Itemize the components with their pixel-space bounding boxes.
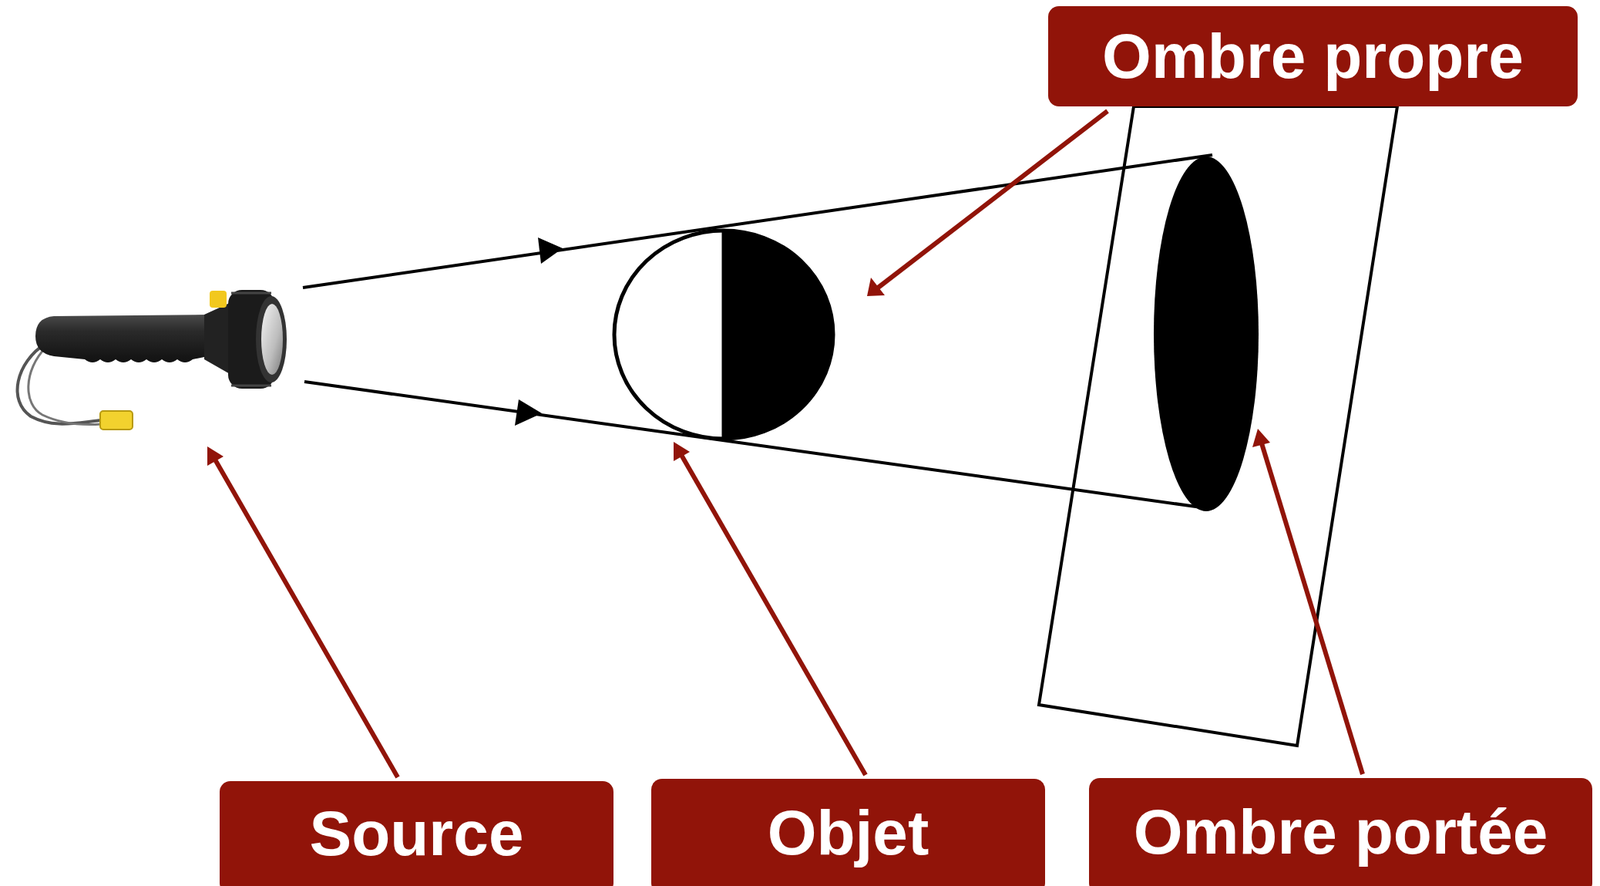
label-text: Objet — [767, 800, 930, 864]
label-box: Ombre portée — [1089, 777, 1593, 886]
label-text: Ombre propre — [1102, 24, 1524, 88]
flashlight — [17, 289, 287, 430]
label-box: Ombre propre — [1048, 6, 1578, 107]
label-text: Source — [309, 801, 525, 865]
screen — [1038, 106, 1398, 746]
object-sphere — [614, 230, 834, 439]
light-rays — [302, 154, 1213, 508]
leader-arrowheads — [207, 277, 1271, 466]
label-box: Objet — [651, 778, 1046, 886]
label-box: Source — [219, 780, 614, 886]
label-text: Ombre portée — [1133, 800, 1549, 864]
leader-arrows — [215, 110, 1363, 777]
ray-arrowheads — [514, 237, 563, 426]
cast-shadow — [1153, 156, 1259, 511]
